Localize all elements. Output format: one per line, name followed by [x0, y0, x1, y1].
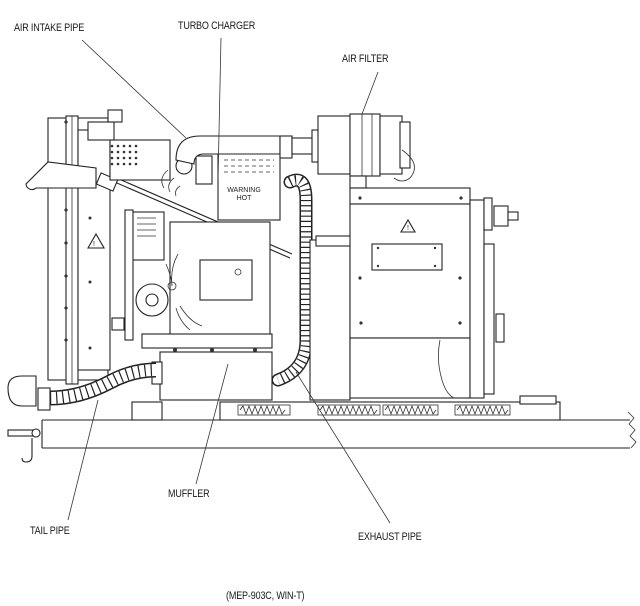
air-filter	[291, 113, 415, 189]
generator-housing: !	[309, 187, 519, 401]
leader-air-intake-pipe	[81, 39, 187, 139]
callout-turbo-charger: TURBO CHARGER	[178, 20, 256, 32]
warning-triangle-icon	[400, 218, 416, 233]
callout-air-filter: AIR FILTER	[342, 53, 389, 65]
diagram-title: (MEP-903C, WIN-T)	[226, 590, 305, 602]
leader-muffler	[195, 363, 229, 485]
muffler-body	[151, 351, 273, 401]
exhaust-flex-pipe	[271, 173, 313, 387]
callout-tail-pipe: TAIL PIPE	[30, 525, 70, 537]
warning-plate-line1: WARNING	[227, 187, 261, 194]
tow-end	[7, 375, 41, 463]
callout-muffler: MUFFLER	[168, 488, 210, 500]
engine-block	[87, 109, 273, 352]
svg-text:!: !	[93, 241, 95, 248]
leader-tail-pipe	[67, 399, 99, 521]
turbo-charger: WARNING HOT	[161, 135, 293, 221]
leader-exhaust-pipe	[295, 371, 391, 524]
vibration-mounts	[237, 404, 511, 416]
callout-air-intake-pipe: AIR INTAKE PIPE	[14, 22, 85, 34]
radiator: !	[47, 115, 111, 385]
leader-turbo-charger	[217, 37, 222, 181]
warning-triangle-icon	[87, 232, 105, 249]
leader-lines	[67, 37, 391, 524]
callout-exhaust-pipe: EXHAUST PIPE	[358, 531, 422, 543]
svg-text:!: !	[407, 225, 409, 232]
warning-plate-line2: HOT	[237, 195, 253, 202]
tail-flex-pipe	[37, 362, 157, 411]
nameplate	[371, 243, 443, 271]
leader-air-filter	[361, 71, 379, 115]
skid-base	[41, 395, 637, 449]
